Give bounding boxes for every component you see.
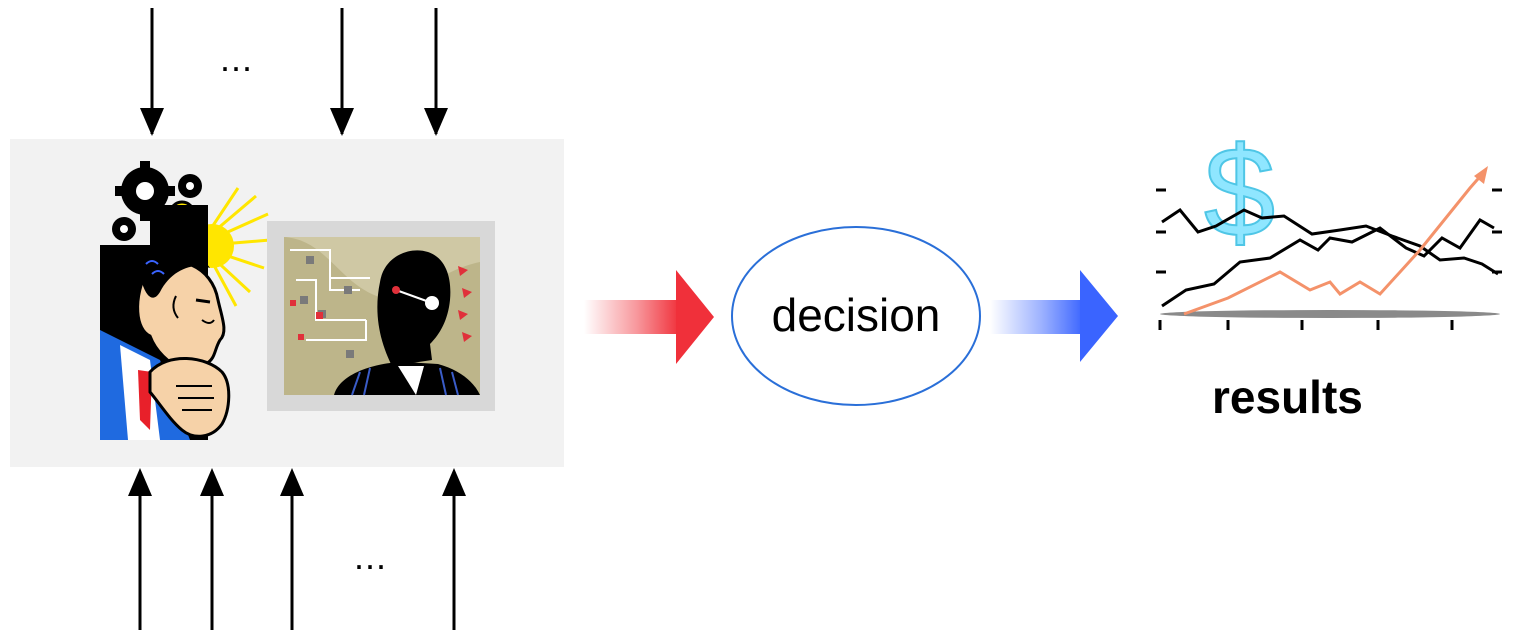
- top-input-arrows: [140, 8, 448, 136]
- bottom-input-arrows: [128, 468, 466, 630]
- top-ellipsis: ...: [220, 38, 254, 79]
- stock-chart-icon: $: [1156, 120, 1502, 330]
- thinking-businessman-icon: [100, 161, 271, 440]
- dollar-sign: $: [1204, 121, 1275, 264]
- ai-head-circuit-icon: [267, 221, 495, 411]
- results-label: results: [1212, 371, 1363, 423]
- bottom-ellipsis: ...: [354, 536, 388, 577]
- decision-label: decision: [771, 289, 941, 341]
- decision-to-results-arrow: [990, 270, 1118, 362]
- decision-node: [731, 226, 981, 406]
- input-to-decision-arrow: [584, 270, 714, 364]
